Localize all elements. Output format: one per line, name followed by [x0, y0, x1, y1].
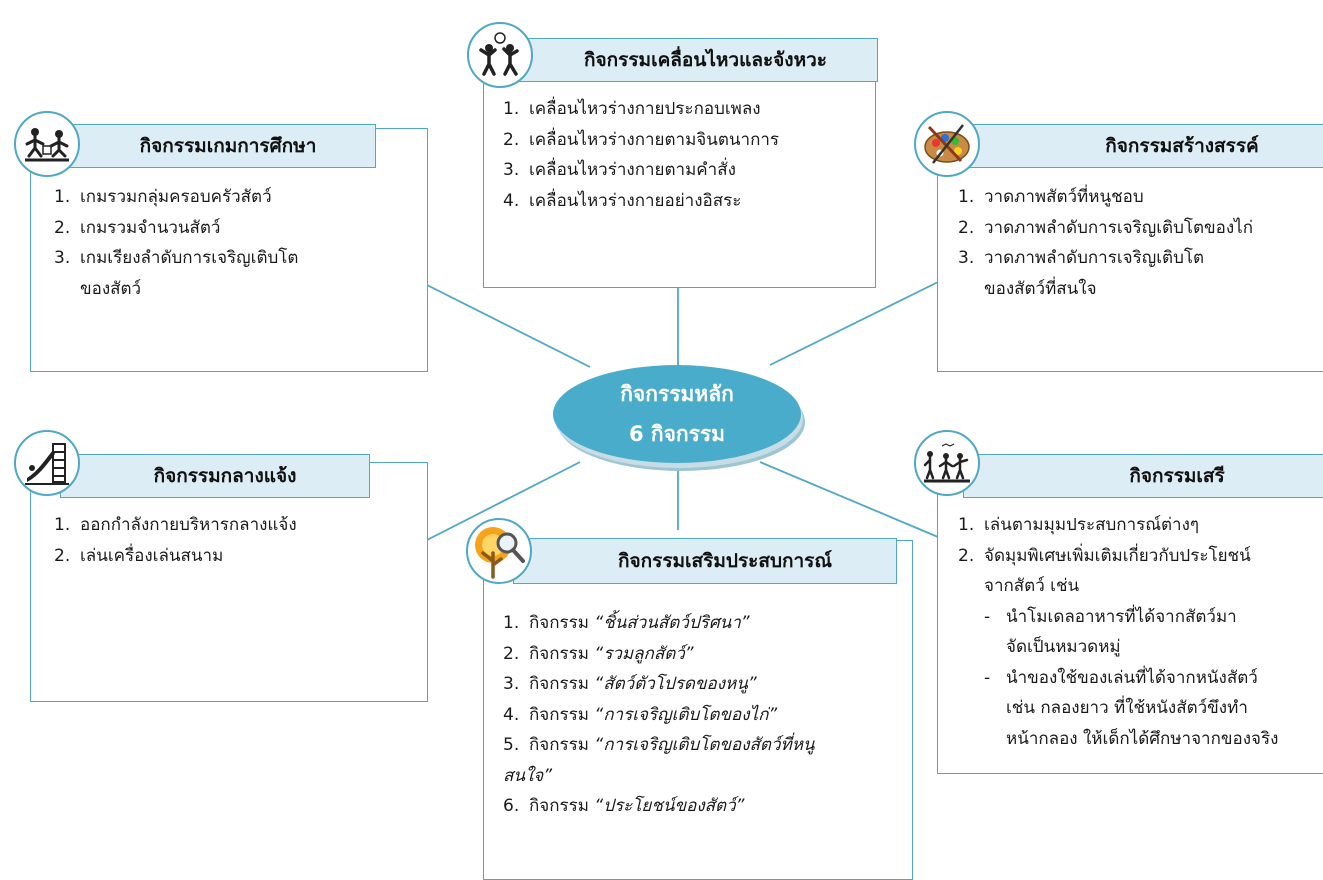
outdoor-header: กิจกรรมกลางแจ้ง	[60, 454, 370, 498]
creative-title: กิจกรรมสร้างสรรค์	[1105, 135, 1259, 157]
experience-header: กิจกรรมเสริมประสบการณ์	[513, 538, 897, 584]
list-item: 3.กิจกรรม “สัตว์ตัวโปรดของหนู”	[503, 674, 757, 694]
list-item: 3.เกมเรียงลำดับการเจริญเติบโตของสัตว์	[54, 248, 299, 299]
education-game-header: กิจกรรมเกมการศึกษา	[60, 124, 376, 168]
experience-title: กิจกรรมเสริมประสบการณ์	[617, 550, 833, 572]
list-item: 2.วาดภาพลำดับการเจริญเติบโตของไก่	[958, 217, 1254, 238]
free-play-title: กิจกรรมเสรี	[1129, 465, 1225, 487]
movement-title: กิจกรรมเคลื่อนไหวและจังหวะ	[584, 49, 827, 71]
dancing-people-icon	[467, 22, 533, 88]
list-item: 1.เคลื่อนไหวร่างกายประกอบเพลง	[503, 99, 761, 119]
connector-education	[426, 284, 591, 368]
list-item: 2.เคลื่อนไหวร่างกายตามจินตนาการ	[503, 129, 780, 150]
outdoor-list: 1.ออกกำลังกายบริหารกลางแจ้ง 2.เล่นเครื่อ…	[54, 510, 297, 571]
experience-list: 1.กิจกรรม “ชิ้นส่วนสัตว์ปริศนา” 2.กิจกรร…	[503, 608, 815, 822]
list-item: 2.เกมรวมจำนวนสัตว์	[54, 217, 221, 238]
center-subtitle: 6 กิจกรรม	[628, 422, 726, 446]
list-item: 2.จัดมุมพิเศษเพิ่มเติมเกี่ยวกับประโยชน์จ…	[958, 545, 1251, 597]
list-item: 3.วาดภาพลำดับการเจริญเติบโตของสัตว์ที่สน…	[958, 248, 1205, 299]
list-item: 1.กิจกรรม “ชิ้นส่วนสัตว์ปริศนา”	[503, 613, 750, 633]
creative-list: 1.วาดภาพสัตว์ที่หนูชอบ 2.วาดภาพลำดับการเ…	[958, 182, 1253, 304]
center-title: กิจกรรมหลัก	[620, 382, 734, 406]
movement-box	[483, 50, 876, 288]
connector-free	[759, 461, 939, 538]
paint-palette-icon	[914, 111, 980, 177]
list-item: 2.เล่นเครื่องเล่นสนาม	[54, 545, 224, 566]
education-game-box	[30, 128, 428, 372]
movement-header: กิจกรรมเคลื่อนไหวและจังหวะ	[513, 38, 878, 82]
free-play-box	[937, 462, 1323, 774]
outdoor-box	[30, 462, 428, 702]
center-node: กิจกรรมหลัก 6 กิจกรรม	[553, 365, 801, 463]
list-item: 1.ออกกำลังกายบริหารกลางแจ้ง	[54, 515, 297, 535]
list-item: 1.เล่นตามมุมประสบการณ์ต่างๆ	[958, 515, 1200, 535]
connector-creative	[769, 281, 939, 366]
list-item: 2.กิจกรรม “รวมลูกสัตว์”	[503, 643, 694, 664]
list-item: 1.เกมรวมกลุ่มครอบครัวสัตว์	[54, 187, 272, 207]
education-game-list: 1.เกมรวมกลุ่มครอบครัวสัตว์ 2.เกมรวมจำนวน…	[54, 182, 298, 304]
list-item: 1.วาดภาพสัตว์ที่หนูชอบ	[958, 187, 1144, 207]
sub-list-item: -นำของใช้ของเล่นที่ได้จากหนังสัตว์เช่น ก…	[984, 667, 1279, 749]
list-item: 4.กิจกรรม “การเจริญเติบโตของไก่”	[503, 704, 778, 725]
tree-magnifier-icon	[466, 518, 532, 584]
children-playing-icon	[14, 111, 80, 177]
connector-outdoor	[426, 461, 581, 541]
list-item: 3.เคลื่อนไหวร่างกายตามคำสั่ง	[503, 160, 736, 180]
free-play-list: 1.เล่นตามมุมประสบการณ์ต่างๆ 2.จัดมุมพิเศ…	[958, 510, 1278, 754]
education-game-title: กิจกรรมเกมการศึกษา	[139, 135, 317, 157]
list-item: 5.กิจกรรม “การเจริญเติบโตของสัตว์ที่หนูส…	[503, 735, 815, 786]
experience-box	[483, 540, 913, 880]
playground-slide-icon	[14, 430, 80, 496]
creative-header: กิจกรรมสร้างสรรค์	[963, 124, 1323, 168]
list-item: 6.กิจกรรม “ประโยชน์ของสัตว์”	[503, 796, 745, 816]
movement-list: 1.เคลื่อนไหวร่างกายประกอบเพลง 2.เคลื่อนไ…	[503, 94, 779, 216]
sub-list-item: -นำโมเดลอาหารที่ได้จากสัตว์มาจัดเป็นหมวด…	[984, 606, 1237, 658]
outdoor-title: กิจกรรมกลางแจ้ง	[153, 465, 297, 487]
free-play-header: กิจกรรมเสรี	[963, 454, 1323, 498]
list-item: 4.เคลื่อนไหวร่างกายอย่างอิสระ	[503, 190, 742, 211]
people-playing-icon	[914, 430, 980, 496]
